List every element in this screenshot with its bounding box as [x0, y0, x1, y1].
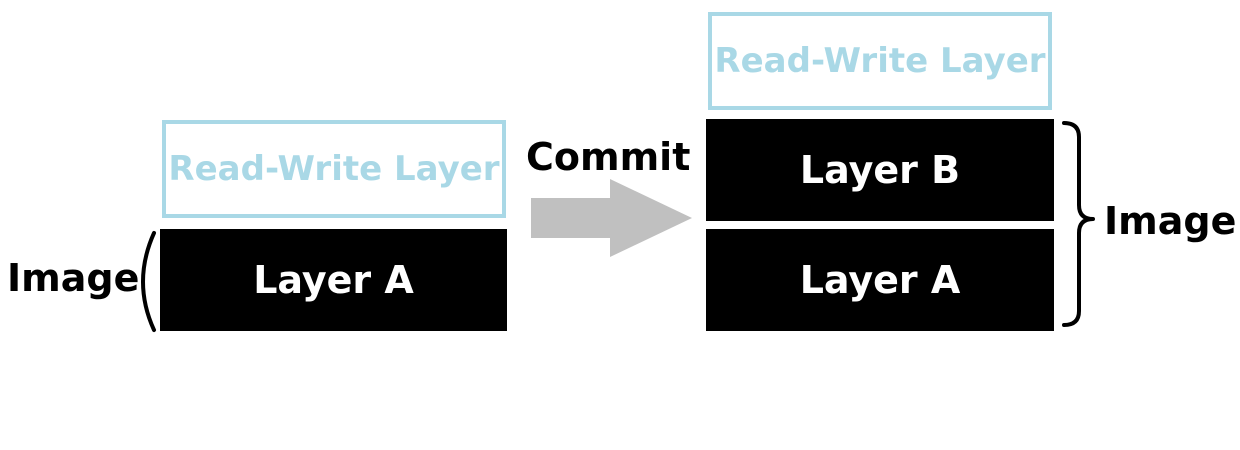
- right-read-write-layer: Read-Write Layer: [708, 12, 1052, 110]
- commit-arrow: [531, 179, 692, 257]
- commit-label: Commit: [526, 135, 691, 179]
- left-image-brace: [141, 231, 156, 332]
- right-layer-b-label: Layer B: [799, 148, 961, 192]
- right-read-write-layer-label: Read-Write Layer: [714, 41, 1046, 81]
- left-read-write-layer: Read-Write Layer: [162, 120, 506, 218]
- right-layer-a: Layer A: [706, 229, 1054, 331]
- left-image-label: Image: [7, 256, 140, 300]
- left-read-write-layer-label: Read-Write Layer: [168, 149, 500, 189]
- right-image-brace: [1062, 121, 1095, 327]
- right-layer-a-label: Layer A: [799, 258, 961, 302]
- left-layer-a: Layer A: [160, 229, 507, 331]
- left-layer-a-label: Layer A: [253, 258, 414, 302]
- right-layer-b: Layer B: [706, 119, 1054, 221]
- right-image-label: Image: [1104, 199, 1237, 243]
